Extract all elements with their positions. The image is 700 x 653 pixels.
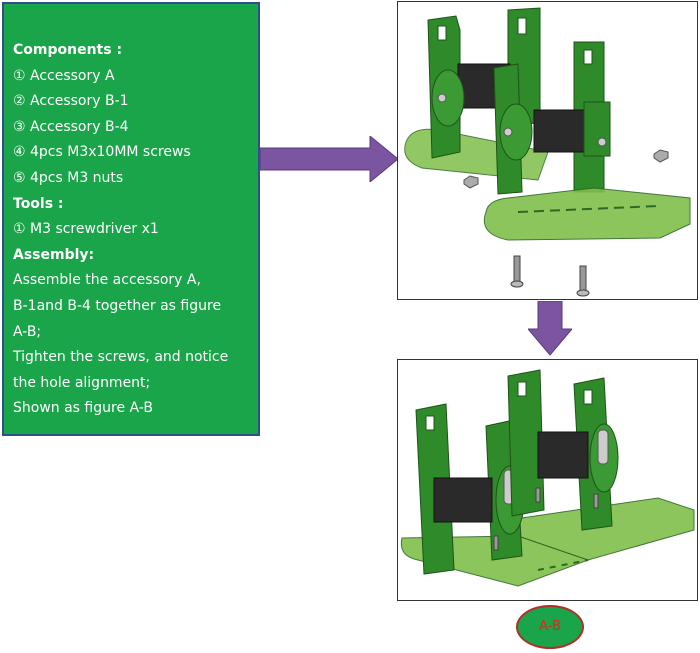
assembly-heading: Assembly:: [13, 246, 95, 263]
instructions-panel: Components : ① Accessory A ② Accessory B…: [2, 2, 260, 436]
assembly-line: Shown as figure A-B: [13, 400, 153, 417]
exploded-parts-illustration: [404, 7, 691, 297]
assembled-view-figure: [397, 359, 698, 601]
right-arrow-icon: [260, 136, 399, 182]
components-heading: Components :: [13, 42, 123, 58]
screw-icon: [510, 255, 524, 288]
assembly-line: Tighten the screws, and notice: [13, 349, 229, 366]
component-item: ⑤ 4pcs M3 nuts: [13, 169, 124, 186]
down-arrow-icon: [528, 301, 572, 356]
assembly-line: Assemble the accessory A,: [13, 272, 201, 289]
screw-icon: [576, 265, 590, 297]
tool-item: ① M3 screwdriver x1: [13, 221, 159, 238]
exploded-view-figure: [397, 1, 698, 300]
component-item: ① Accessory A: [13, 67, 115, 84]
component-item: ③ Accessory B-4: [13, 118, 129, 135]
assembly-line: A-B;: [13, 323, 42, 340]
assembly-line: B-1and B-4 together as figure: [13, 297, 222, 314]
component-item: ② Accessory B-1: [13, 93, 129, 110]
assembly-line: the hole alignment;: [13, 374, 151, 391]
figure-label: A-B: [516, 605, 584, 649]
tools-heading: Tools :: [13, 195, 64, 212]
component-item: ④ 4pcs M3x10MM screws: [13, 144, 191, 161]
assembled-parts-illustration: [400, 369, 695, 587]
